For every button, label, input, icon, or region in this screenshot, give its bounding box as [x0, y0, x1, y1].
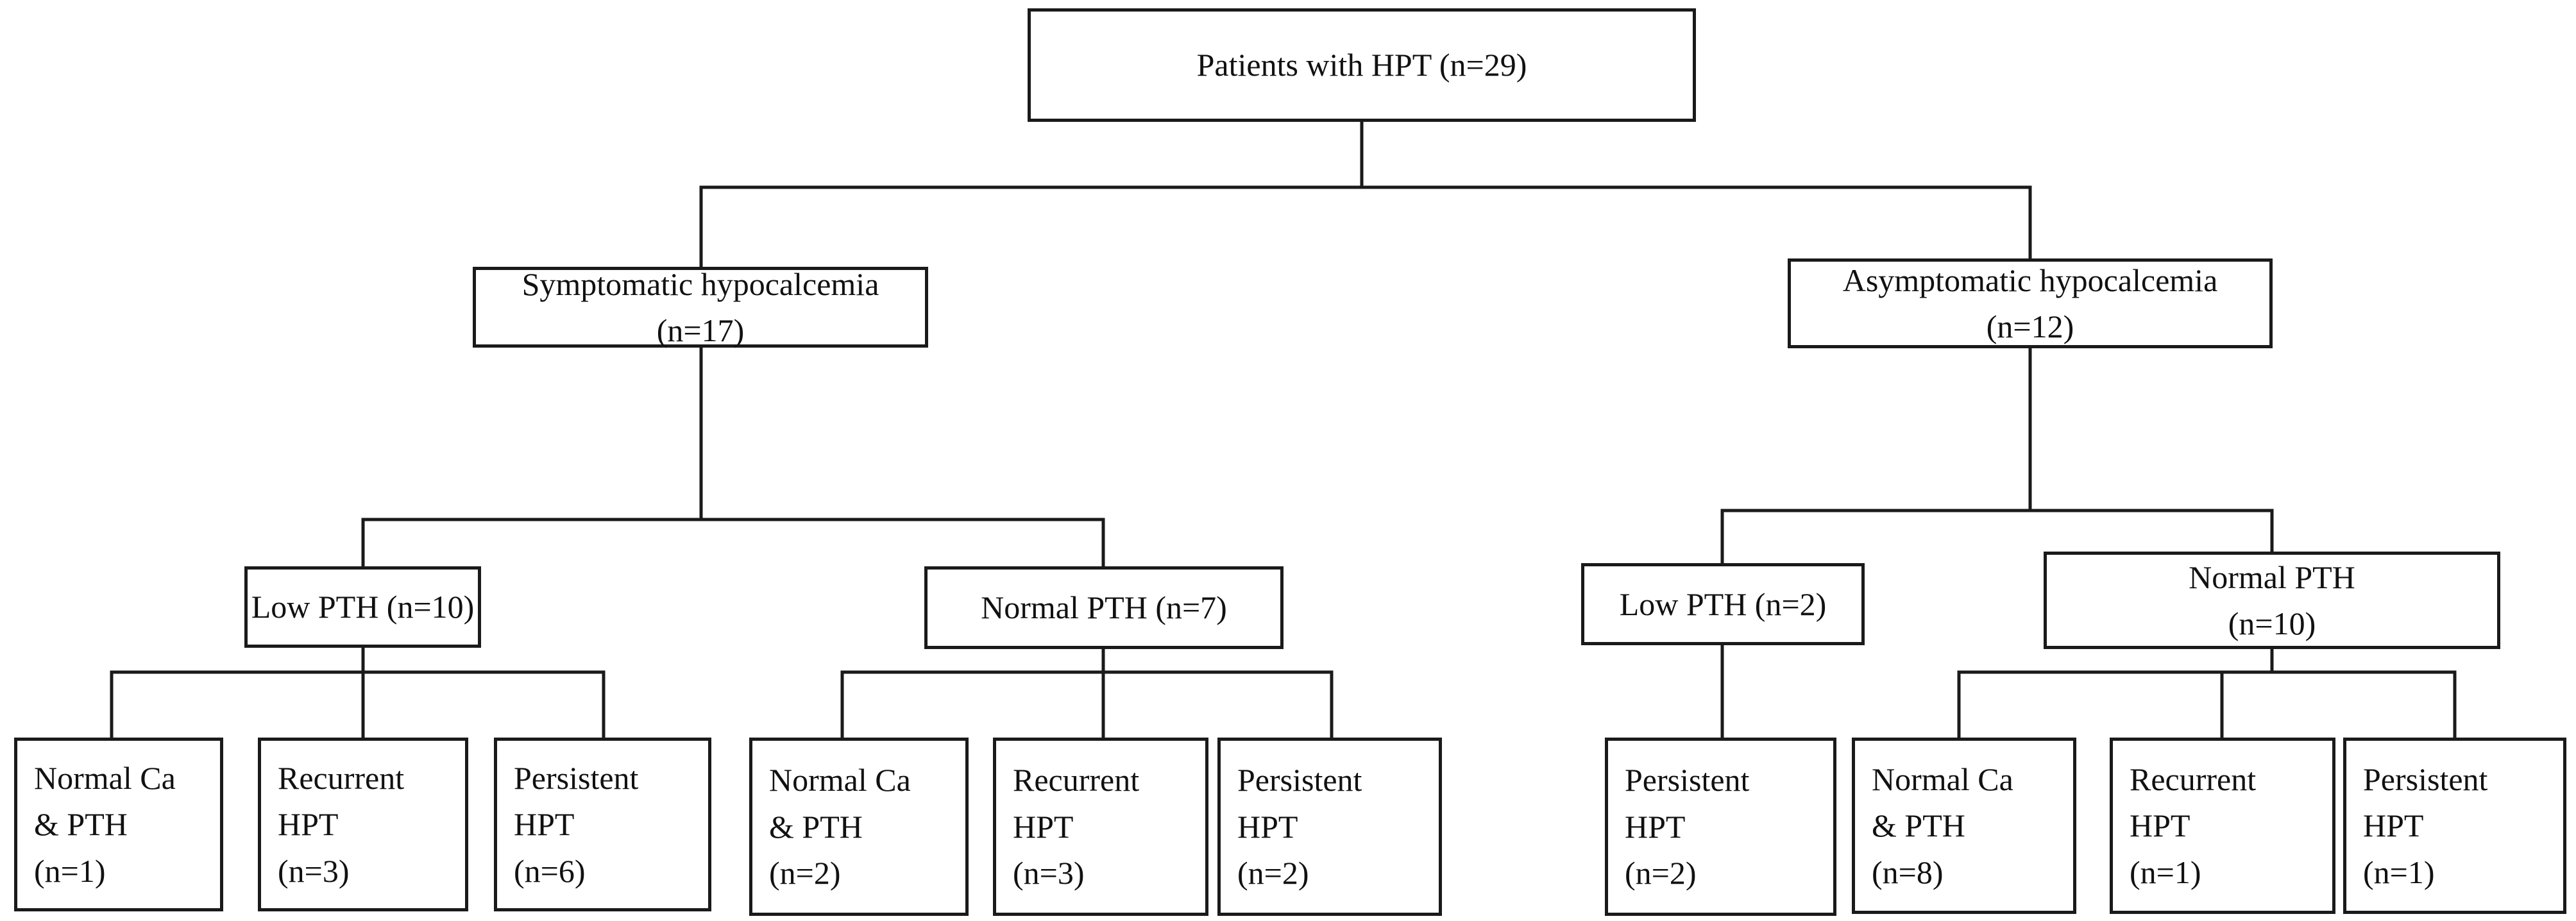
node-asym-normal-normal-ca-pth: Normal Ca & PTH (n=8) — [1852, 738, 2076, 914]
node-sym-low-persistent-hpt: Persistent HPT (n=6) — [494, 738, 711, 911]
node-sym-normal-persistent-hpt: Persistent HPT (n=2) — [1217, 738, 1442, 916]
connector-asym-normal-pth-to-outcomes — [1957, 647, 2457, 739]
node-count: (n=10) — [2228, 605, 2316, 641]
node-text: HPT — [1013, 808, 1074, 845]
node-patients-with-hpt: Patients with HPT (n=29) — [1028, 8, 1696, 122]
node-sym-normal-pth: Normal PTH (n=7) — [924, 566, 1284, 649]
node-count: (n=1) — [2363, 854, 2435, 890]
connector-root-to-hypocalcemia — [699, 120, 2032, 269]
node-asym-normal-recurrent-hpt: Recurrent HPT (n=1) — [2110, 738, 2335, 914]
node-text: Low PTH (n=2) — [1619, 586, 1827, 622]
node-text: Recurrent — [1013, 762, 1140, 798]
node-symptomatic-hypocalcemia: Symptomatic hypocalcemia (n=17) — [473, 266, 928, 348]
node-text: HPT — [278, 806, 339, 843]
node-text: Recurrent — [278, 759, 405, 796]
node-asymptomatic-hypocalcemia: Asymptomatic hypocalcemia (n=12) — [1788, 258, 2273, 348]
node-sym-low-pth: Low PTH (n=10) — [244, 566, 481, 648]
node-count: (n=3) — [278, 852, 350, 889]
node-text: Normal PTH — [2189, 559, 2355, 595]
node-text: HPT — [2363, 807, 2424, 844]
node-text: Persistent — [2363, 761, 2488, 797]
node-text: Persistent — [514, 759, 639, 796]
node-asym-low-pth: Low PTH (n=2) — [1581, 563, 1865, 645]
connector-asymptomatic-to-pth — [1720, 346, 2274, 565]
node-text: Persistent — [1625, 762, 1750, 798]
connector-sym-low-pth-to-outcomes — [110, 646, 606, 739]
connector-sym-normal-pth-to-outcomes — [840, 647, 1334, 739]
node-sym-normal-normal-ca-pth: Normal Ca & PTH (n=2) — [749, 738, 969, 916]
node-count: (n=2) — [1237, 855, 1309, 891]
node-text: Recurrent — [2130, 761, 2257, 797]
node-text: Low PTH (n=10) — [251, 589, 475, 625]
node-sym-normal-recurrent-hpt: Recurrent HPT (n=3) — [993, 738, 1208, 916]
node-text: Asymptomatic hypocalcemia — [1842, 262, 2218, 298]
node-text: Normal PTH (n=7) — [981, 589, 1227, 626]
node-count: (n=8) — [1872, 854, 1944, 890]
node-sym-low-normal-ca-pth: Normal Ca & PTH (n=1) — [14, 738, 223, 911]
node-text: Patients with HPT (n=29) — [1196, 47, 1527, 83]
node-asym-low-persistent-hpt: Persistent HPT (n=2) — [1605, 738, 1836, 916]
node-sym-low-recurrent-hpt: Recurrent HPT (n=3) — [258, 738, 468, 911]
node-text: Normal Ca — [1872, 761, 2013, 797]
node-text: Normal Ca — [34, 759, 176, 796]
node-text: HPT — [514, 806, 575, 843]
node-asym-normal-persistent-hpt: Persistent HPT (n=1) — [2343, 738, 2566, 914]
node-count: (n=3) — [1013, 855, 1085, 891]
node-text: Persistent — [1237, 762, 1362, 798]
node-text: & PTH — [1872, 807, 1965, 844]
connector-symptomatic-to-pth — [361, 346, 1105, 568]
node-count: (n=1) — [34, 852, 106, 889]
node-text: & PTH — [769, 808, 863, 845]
node-count: (n=1) — [2130, 854, 2201, 890]
node-text: HPT — [2130, 807, 2190, 844]
node-text: HPT — [1625, 808, 1686, 845]
node-asym-normal-pth: Normal PTH (n=10) — [2044, 552, 2500, 649]
node-count: (n=2) — [1625, 855, 1697, 891]
node-count: (n=2) — [769, 855, 841, 891]
node-count: (n=12) — [1986, 308, 2074, 344]
node-count: (n=6) — [514, 852, 586, 889]
node-text: Symptomatic hypocalcemia — [521, 266, 879, 302]
node-text: & PTH — [34, 806, 128, 843]
node-text: Normal Ca — [769, 762, 911, 798]
node-text: HPT — [1237, 808, 1298, 845]
node-count: (n=17) — [656, 312, 745, 348]
